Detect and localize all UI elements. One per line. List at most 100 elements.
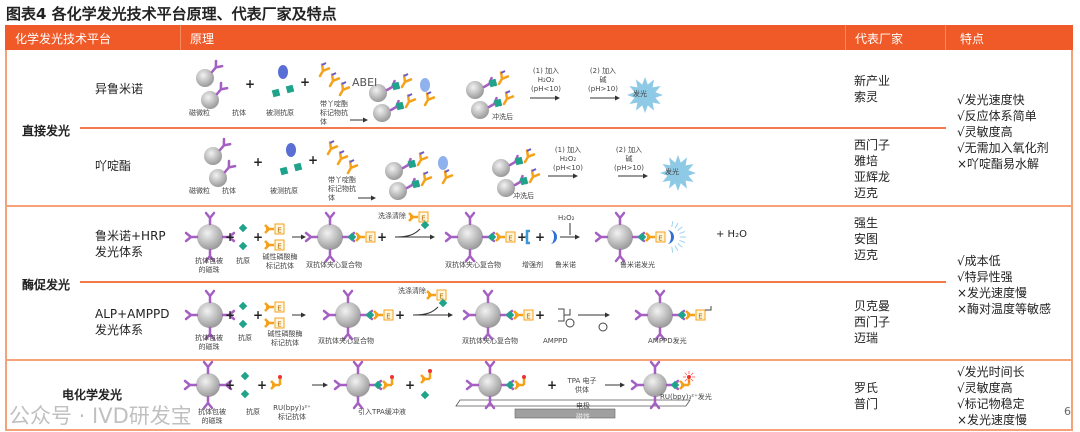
magnetic-bead-icon xyxy=(209,169,227,187)
arrowhead-icon xyxy=(643,173,648,179)
magnetic-bead-icon xyxy=(497,179,515,197)
electrode-icon xyxy=(455,399,691,407)
antibody-shape xyxy=(462,309,477,321)
vendor: 罗氏 xyxy=(854,381,879,395)
antibody-icon xyxy=(342,326,354,341)
vendor: 迈克 xyxy=(854,248,879,262)
antibody-shape xyxy=(614,248,626,263)
labeled-antibody-icon xyxy=(495,232,505,242)
glow-ray-icon xyxy=(674,245,679,252)
feature: √标记物稳定 xyxy=(957,397,1025,411)
label-complex: 双抗体夹心复合物 xyxy=(445,261,501,269)
antigen-icon xyxy=(365,310,375,320)
antibody-icon xyxy=(202,360,214,375)
antibody-icon xyxy=(634,309,649,321)
antibody-shape xyxy=(654,289,666,304)
antibody-shape xyxy=(183,379,198,391)
magnetic-bead-icon xyxy=(196,373,220,397)
antibody-icon xyxy=(204,248,216,263)
feature: √反应体系简单 xyxy=(957,109,1037,123)
antibody-icon xyxy=(614,211,626,226)
tag-icon xyxy=(403,73,409,77)
glow-burst-icon xyxy=(660,155,696,191)
amppd-icon xyxy=(705,306,712,311)
plus-icon: + xyxy=(257,378,267,392)
antibody-shape xyxy=(482,289,494,304)
antigen-oval-icon xyxy=(420,78,430,92)
magnetic-bead-icon xyxy=(373,104,391,122)
antibody-icon xyxy=(416,152,429,167)
label-bead: 磁微粒 xyxy=(189,187,210,195)
antibody-shape xyxy=(324,248,336,263)
side-arrow-icon xyxy=(394,228,421,238)
magnetic-bead-icon xyxy=(475,302,501,328)
antibody-shape xyxy=(202,395,214,410)
antibody-shape xyxy=(204,211,216,226)
antigen-icon xyxy=(420,220,430,230)
header-principle: 原理 xyxy=(190,32,215,46)
antigen-icon xyxy=(637,232,647,242)
antibody-icon xyxy=(464,211,476,226)
feature: ×发光速度慢 xyxy=(957,286,1028,300)
antigen-icon xyxy=(240,389,250,399)
feature-list: √发光速度快 √反应体系简单 √灵敏度高 √无需加入氧化剂 ×吖啶酯易水解 xyxy=(957,92,1049,172)
label-ru-glow: RU(bpy)₃²⁺发光 xyxy=(660,393,712,401)
arrowhead-icon xyxy=(430,234,435,240)
enzyme-tag-label: E xyxy=(421,215,425,223)
ru-antibody-icon xyxy=(382,378,394,390)
side-arrow-icon xyxy=(412,306,439,316)
plus-icon: + xyxy=(245,77,255,91)
plus-icon: + xyxy=(300,75,310,89)
label-tpa: TPA 电子供体 xyxy=(567,377,597,394)
antibody-shape xyxy=(416,152,429,167)
antibody-icon xyxy=(484,360,496,375)
antigen-icon xyxy=(238,301,248,311)
label-ae-antibody: 带丫啶酯 标记物抗 体 xyxy=(320,100,348,126)
vendor-list: 西门子 雅培 亚辉龙 迈克 xyxy=(854,137,890,201)
label-step2: (2) 加入碱 (pH>10) xyxy=(588,67,618,93)
antibody-shape xyxy=(221,309,236,321)
antibody-icon xyxy=(318,63,331,78)
antibody-icon xyxy=(484,395,496,410)
antigen-icon xyxy=(238,223,248,233)
plus-icon: + xyxy=(535,308,545,322)
arrowhead-icon xyxy=(575,234,580,240)
vendor: 普门 xyxy=(854,397,879,411)
antibody-icon xyxy=(400,74,413,89)
antibody-icon xyxy=(482,326,494,341)
enzyme-tag-icon xyxy=(274,223,285,235)
antibody-icon xyxy=(654,289,666,304)
antigen-icon xyxy=(391,81,401,91)
antibody-icon xyxy=(210,59,224,74)
antibody-shape xyxy=(352,395,364,410)
labeled-antibody-icon xyxy=(264,240,274,250)
enzyme-tag-icon xyxy=(383,309,394,321)
vendor: 新产业 xyxy=(854,74,891,88)
label-glow: 发光 xyxy=(665,168,679,176)
antibody-shape xyxy=(336,151,349,166)
feature-list: √发光时间长 √灵敏度高 √标记物稳定 ×发光速度慢 xyxy=(957,364,1027,428)
antibody-shape xyxy=(649,395,661,410)
antibody-icon xyxy=(352,395,364,410)
magnetic-bead-icon xyxy=(346,373,370,397)
antibody-shape xyxy=(333,379,348,391)
antibody-icon xyxy=(184,309,199,321)
enzyme-tag-label: E xyxy=(277,321,281,329)
magnetic-bead-icon xyxy=(457,224,483,250)
antibody-icon xyxy=(465,379,480,391)
antibody-shape xyxy=(444,231,459,243)
antibody-icon xyxy=(221,309,236,321)
plus-icon: + xyxy=(535,230,545,244)
header-vendors: 代表厂家 xyxy=(855,32,904,46)
antibody-shape xyxy=(420,172,433,187)
enzyme-tag-icon xyxy=(505,231,516,243)
category-electrochemical: 电化学发光 xyxy=(62,388,123,402)
antigen-icon xyxy=(519,176,529,186)
antibody-icon xyxy=(328,73,341,88)
watermark: 公众号 · IVD研发宝 xyxy=(9,404,192,428)
antibody-icon xyxy=(204,326,216,341)
label-antigen: 被测抗原 xyxy=(270,187,298,195)
ru-label-icon xyxy=(278,375,282,379)
antigen-icon xyxy=(505,310,515,320)
